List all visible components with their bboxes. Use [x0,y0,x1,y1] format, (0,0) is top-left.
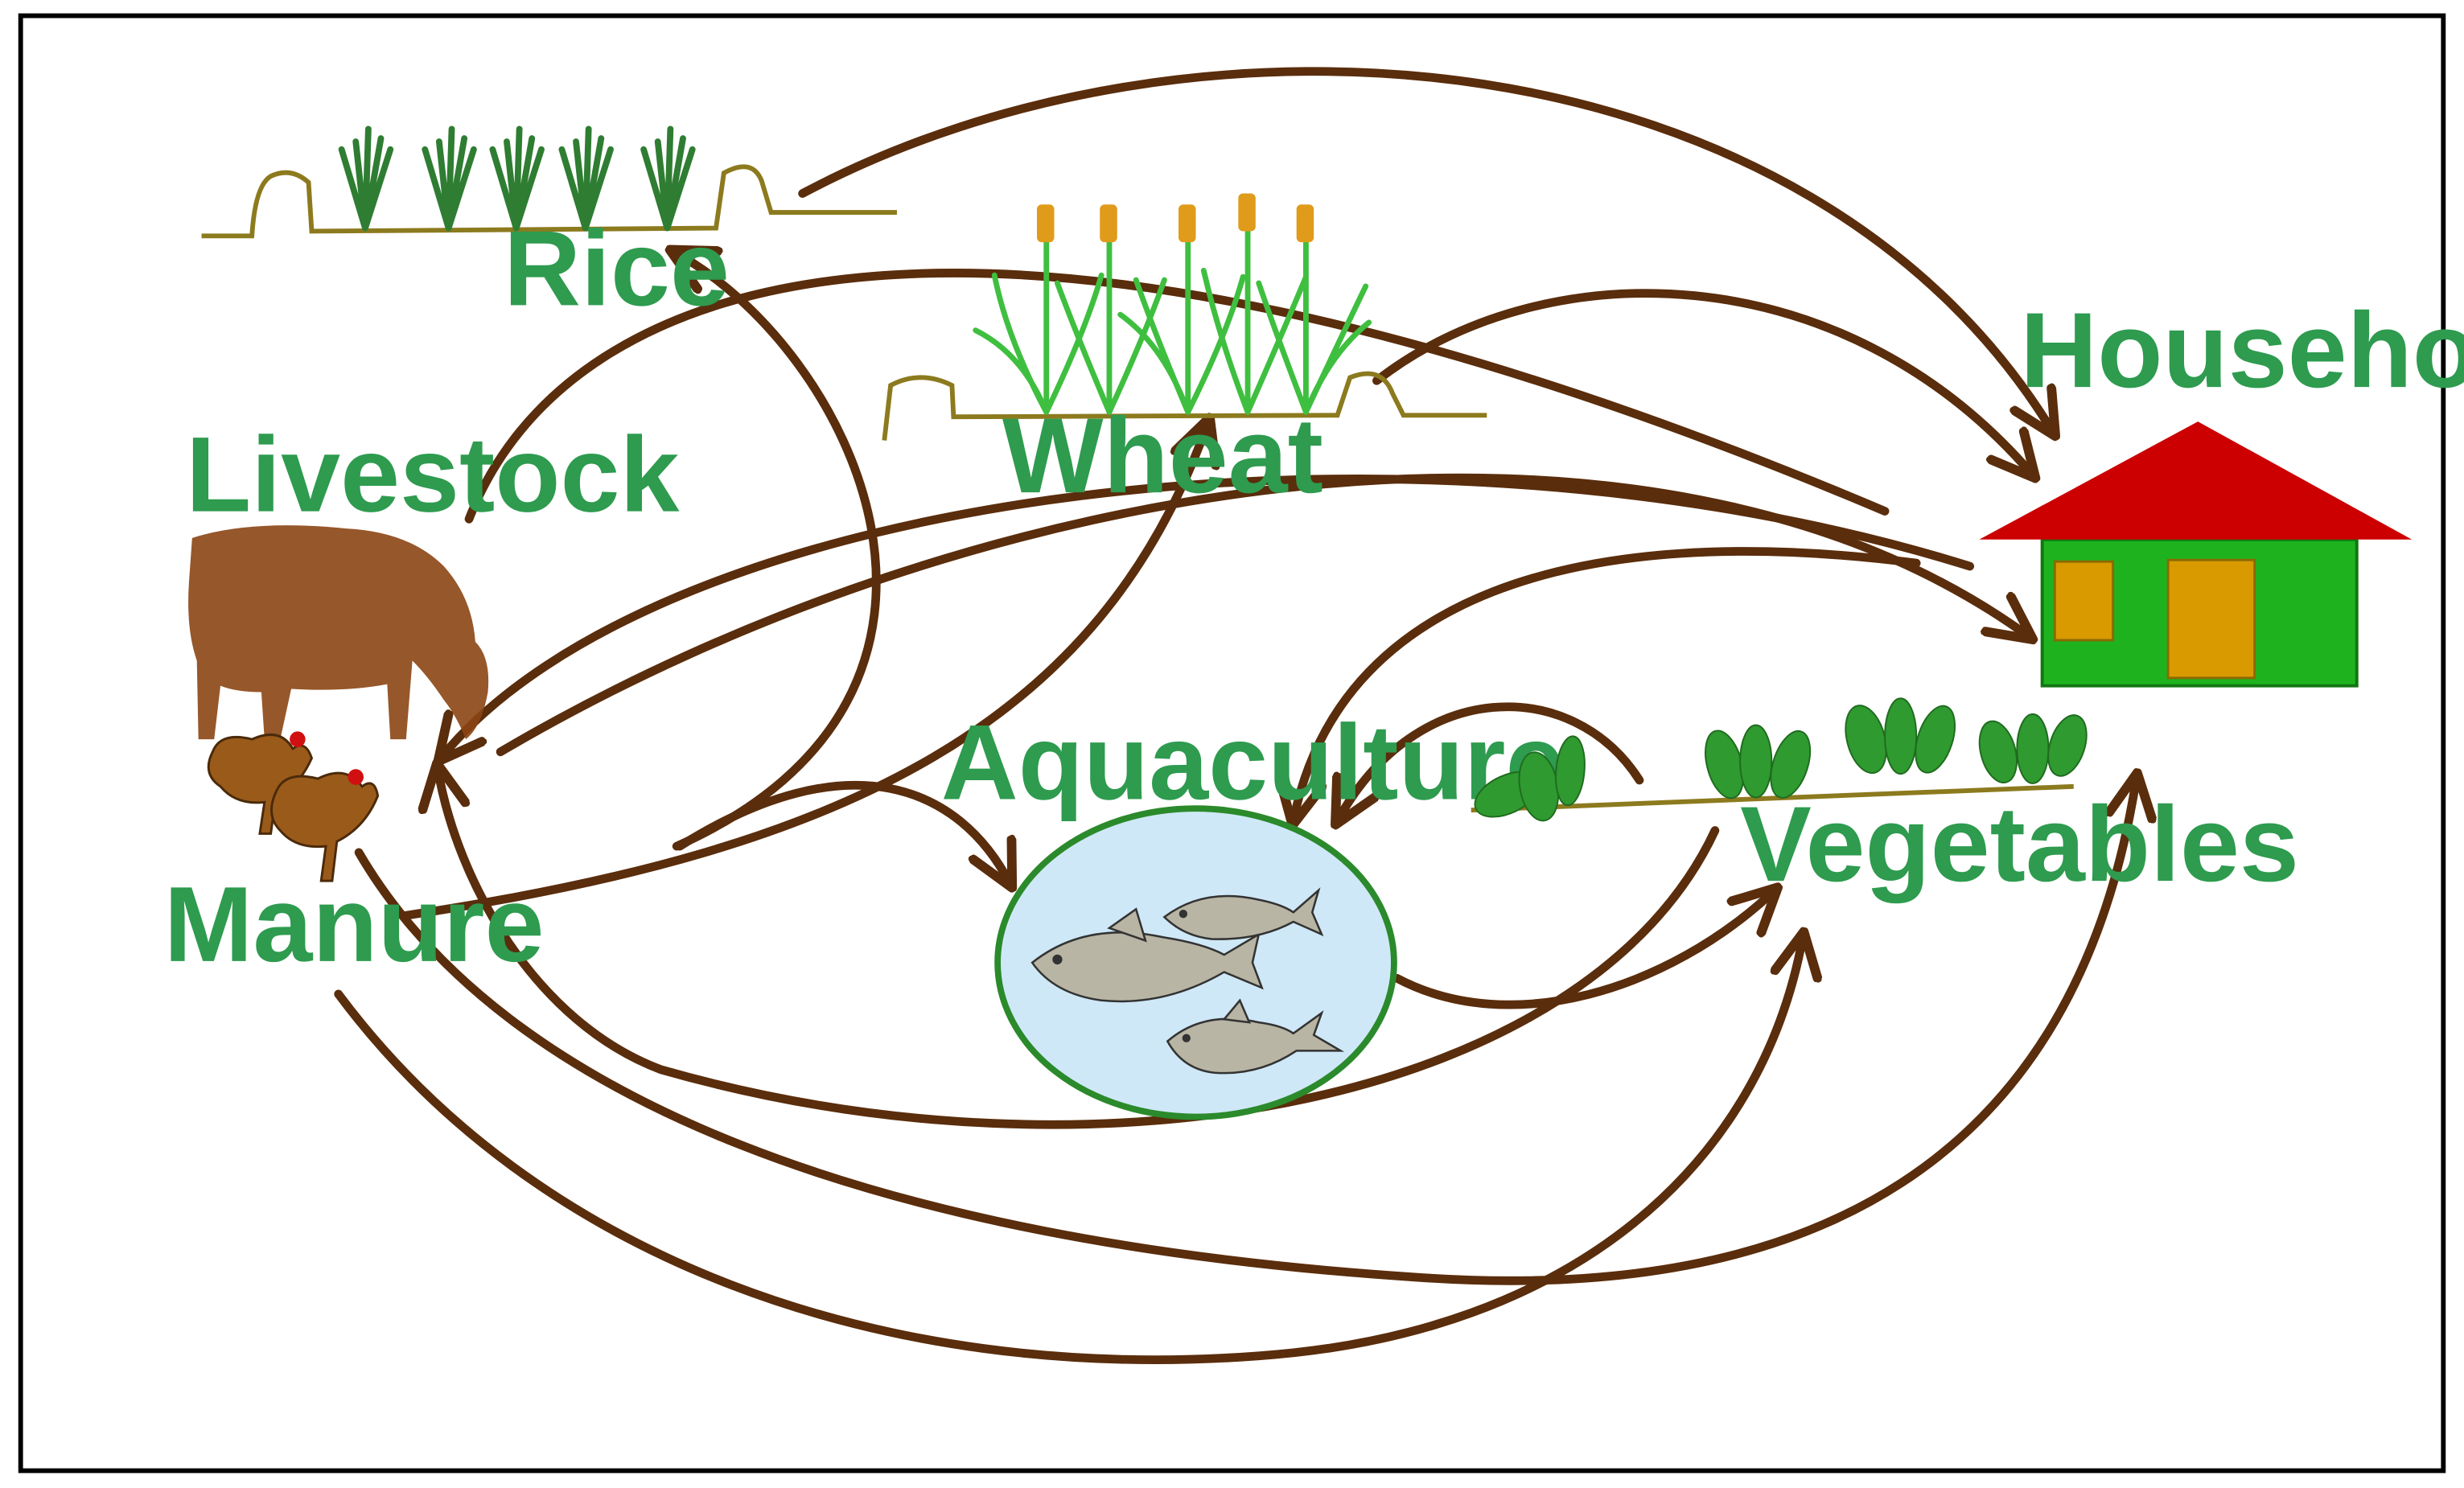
cow-icon [188,525,489,740]
vegetables-label: Vegetables [1740,785,2299,904]
vegetable-plants-icon [1471,697,2088,822]
arrow-vegetables-to-aquaculture [1338,702,1644,821]
flow-arrows [334,67,2137,1364]
fish-group [1030,887,1345,1075]
wheat-label: Wheat [1002,397,1323,516]
rice-label: Rice [504,209,730,328]
arrow-vegetables-to-livestock [438,767,1720,1129]
arrow-manure-to-vegetables [334,936,1804,1364]
arrow-wheat-to-household [1372,289,2032,475]
wheat-heads [1037,193,1314,243]
rice-plants-icon [201,125,897,239]
house-icon [1979,421,2413,688]
fish-pond-icon [994,805,1397,1120]
manure-label: Manure [164,865,545,984]
chicken-icon [207,731,380,882]
household-label: Household [2020,291,2464,410]
livestock-label: Livestock [186,416,680,535]
arrow-manure-to-rice [673,252,881,851]
arrow-rice-to-household [798,67,2054,433]
wheat-plants-icon [882,193,1487,441]
arrow-household-to-aquaculture [1294,547,1921,821]
arrow-household-to-livestock [441,475,1975,758]
arrow-manure-to-wheat [401,421,1208,920]
arrow-aquaculture-to-vegetables [1392,890,1775,1009]
arrow-manure-to-household [354,777,2137,1285]
arrow-livestock-to-rice [464,269,1890,524]
aquaculture-label: Aquaculture [941,703,1565,822]
arrow-livestock-to-household [496,473,2030,757]
